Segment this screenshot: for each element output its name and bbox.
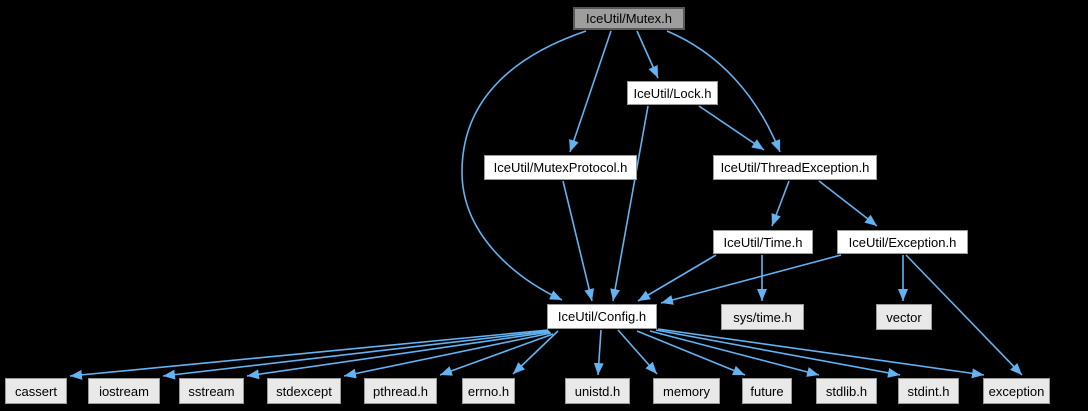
edge-config-to-memory [617,329,658,375]
node-exception[interactable]: IceUtil/Exception.h [837,230,968,254]
edge-mutex-to-config [461,30,587,301]
edge-mutex-to-mutexprotocol [569,30,612,153]
edge-config-to-future [636,330,746,376]
node-label: pthread.h [373,383,428,399]
node-label: IceUtil/Lock.h [633,85,712,101]
edge-lock-to-config [610,105,649,302]
node-label: errno.h [467,383,510,399]
edge-config-to-unistd [593,329,604,376]
node-label: future [750,383,784,399]
node-errno: errno.h [462,378,515,404]
edge-mutexprotocol-to-config [562,180,595,302]
node-label: stdint.h [907,383,950,399]
node-pthread: pthread.h [364,378,437,404]
node-iostream: iostream [88,378,160,404]
edge-time-to-config [637,254,717,302]
node-label: unistd.h [574,383,621,399]
node-memory: memory [653,378,720,404]
edge-config-to-iostream [162,330,550,380]
node-label: memory [663,383,710,399]
node-label: cassert [15,383,57,399]
node-systime: sys/time.h [721,304,804,330]
node-future: future [742,378,792,404]
node-label: sstream [188,383,235,399]
node-unistd: unistd.h [565,378,630,404]
node-lock[interactable]: IceUtil/Lock.h [627,81,718,105]
node-vector: vector [876,304,932,330]
node-time[interactable]: IceUtil/Time.h [713,230,813,254]
node-exception_std: exception [983,378,1050,404]
node-mutex: IceUtil/Mutex.h [573,7,685,30]
node-label: IceUtil/Exception.h [848,234,957,250]
node-label: IceUtil/Time.h [723,234,803,250]
node-label: stdlib.h [825,383,868,399]
node-stdexcept: stdexcept [267,378,341,404]
edge-config-to-pthread [439,333,554,376]
edge-exception-to-config [660,254,842,305]
edge-config-to-stdexcept [343,332,552,379]
node-label: IceUtil/ThreadException.h [720,160,870,175]
node-label: exception [988,383,1045,399]
edge-threadexception-to-exception [818,180,878,227]
edge-exception-to-exception_std [905,254,1023,376]
edge-mutex-to-lock [636,30,659,79]
edge-threadexception-to-time [771,180,790,227]
edge-mutex-to-threadexception [666,30,781,153]
node-label: IceUtil/MutexProtocol.h [493,160,628,175]
node-stdlib: stdlib.h [816,378,877,404]
node-cassert: cassert [5,378,67,404]
edge-config-to-stdlib [649,330,820,377]
edge-config-to-sstream [246,331,551,380]
edge-config-to-exception_std [657,328,985,379]
node-label: iostream [99,383,149,399]
node-label: IceUtil/Config.h [557,309,647,324]
edge-lock-to-threadexception [698,105,765,151]
edge-config-to-errno [512,330,559,375]
node-config[interactable]: IceUtil/Config.h [547,304,657,329]
node-threadexception[interactable]: IceUtil/ThreadException.h [713,155,877,180]
edge-config-to-cassert [69,329,549,380]
node-mutexprotocol[interactable]: IceUtil/MutexProtocol.h [484,155,637,180]
node-label: sys/time.h [733,309,792,325]
node-label: IceUtil/Mutex.h [586,11,672,26]
node-sstream: sstream [179,378,244,404]
node-label: vector [886,309,922,325]
node-stdint: stdint.h [898,378,959,404]
node-label: stdexcept [276,383,332,399]
edge-config-to-stdint [655,329,901,378]
